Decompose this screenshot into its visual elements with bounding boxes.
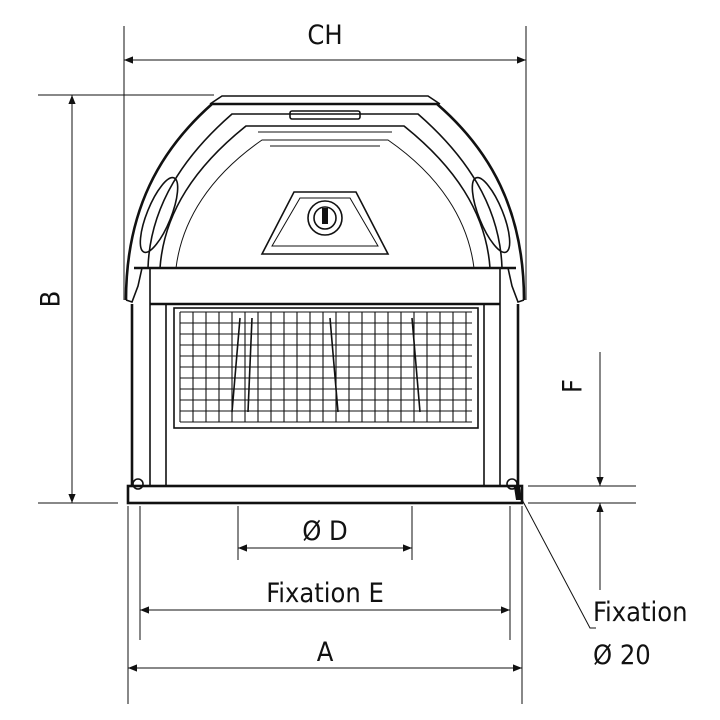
base-plate	[126, 484, 524, 505]
left-leg	[130, 304, 167, 486]
dome-inner-rim-2	[159, 125, 491, 269]
left-side-vent	[139, 176, 179, 254]
right-side-vent	[471, 176, 511, 254]
protection-grille	[179, 311, 472, 423]
fixation-e-label: Fixation E	[266, 578, 384, 609]
fixation-hole-label-line1: Fixation	[593, 597, 688, 628]
top-vent-slot	[289, 110, 361, 120]
b-label: B	[36, 291, 67, 308]
roof-fan-drawing	[124, 95, 526, 505]
top-lid	[209, 95, 441, 105]
hub-key	[322, 208, 328, 224]
motor-plate	[260, 191, 390, 255]
d-label: Ø D	[302, 516, 348, 547]
dimension-lines	[38, 26, 636, 704]
dome-outline	[124, 102, 526, 301]
motor-hub	[307, 200, 343, 236]
right-fixing-bolt	[506, 478, 518, 490]
right-leg	[483, 304, 520, 486]
left-fixing-bolt	[132, 478, 144, 490]
a-label: A	[317, 637, 334, 668]
f-label: F	[558, 379, 589, 393]
fixation-hole-label-line2: Ø 20	[593, 640, 651, 671]
fixation-hole-leader	[517, 491, 596, 629]
dome-inner-rim-1	[147, 113, 503, 269]
grille-frame	[173, 307, 479, 429]
ch-label: CH	[307, 20, 342, 51]
